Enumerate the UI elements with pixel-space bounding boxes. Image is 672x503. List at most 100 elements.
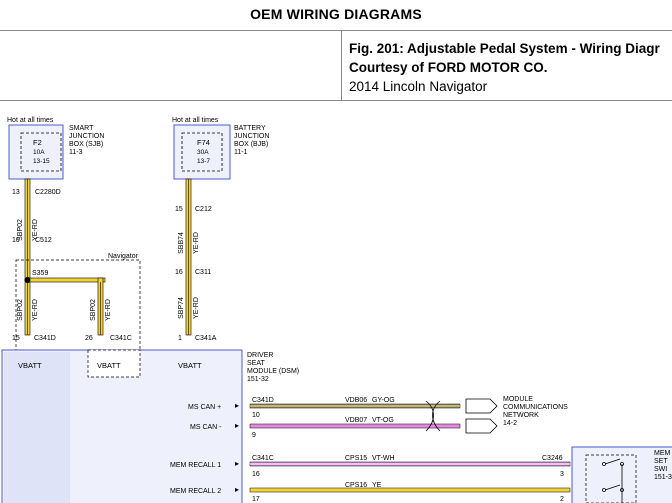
header-rule-bottom [0, 100, 672, 101]
right-pin-bottom: 1 [178, 335, 182, 342]
signal-circuit-3: CPS15 [345, 455, 367, 462]
dsm-nav-subbox [87, 349, 141, 378]
nav-conn-bottom: C341C [110, 335, 132, 342]
navigator-label: Navigator [108, 253, 139, 260]
network-ref: 14-2 [503, 420, 517, 427]
twisted-pair-symbol [425, 400, 441, 432]
figure-courtesy: Courtesy of FORD MOTOR CO. [349, 60, 548, 75]
sjb-name-3: BOX (SJB) [69, 141, 103, 148]
dsm-vbatt-3: VBATT [178, 361, 202, 370]
left-color-a: YE-RD [32, 219, 39, 241]
signal-pin-end-3: 3 [560, 471, 564, 478]
dsm-vbatt-2: VBATT [97, 361, 121, 370]
signal-conn-3: C341C [252, 455, 274, 462]
signal-circuit-4: CPS16 [345, 482, 367, 489]
signal-pin-4: 17 [252, 496, 260, 503]
signal-color-4: YE [372, 482, 382, 489]
signal-circuit-2: VDB07 [345, 417, 367, 424]
dsm-vbatt-1: VBATT [18, 361, 42, 370]
network-name-3: NETWORK [503, 412, 539, 419]
dsm-ref: 151-32 [247, 376, 269, 383]
right-color-b: YE-RD [193, 297, 200, 319]
signal-label-mem-recall-2: MEM RECALL 2 [170, 488, 221, 495]
dsm-shaded-area [4, 352, 70, 503]
signal-pin-end-4: 2 [560, 496, 564, 503]
right-conn-top: C212 [195, 206, 212, 213]
wire-ms-can-minus [249, 423, 461, 429]
header-divider [341, 30, 342, 101]
signal-arrow-2: ▸ [235, 421, 239, 430]
bjb-fuse-loc: 13-7 [197, 158, 210, 165]
right-conn-bottom: C341A [195, 335, 217, 342]
bjb-box [173, 124, 231, 180]
sjb-fuse-loc: 13-15 [33, 158, 50, 165]
signal-arrow-3: ▸ [235, 459, 239, 468]
dsm-name-2: SEAT [247, 360, 265, 367]
left-conn-top: C2280D [35, 189, 61, 196]
figure-caption: Fig. 201: Adjustable Pedal System - Wiri… [349, 39, 660, 96]
left-conn-bottom: C341D [34, 335, 56, 342]
dsm-name-1: DRIVER [247, 352, 273, 359]
switch-name-2: SET [654, 458, 668, 465]
wire-mem-recall-2 [249, 487, 571, 493]
signal-conn-end-3: C3246 [542, 455, 563, 462]
splice-dot [24, 277, 31, 283]
right-color-a: YE-RD [193, 232, 200, 254]
signal-pin-1: 10 [252, 412, 260, 419]
wiring-diagram: Hot at all times F2 10A 13-15 SMART JUNC… [1, 117, 672, 503]
signal-pin-3: 16 [252, 471, 260, 478]
signal-pin-2: 9 [252, 432, 256, 439]
network-name-2: COMMUNICATIONS [503, 404, 568, 411]
right-circuit-a: SBB74 [178, 232, 185, 254]
left-pin-mid: 10 [12, 237, 20, 244]
wire-mem-recall-1 [249, 461, 571, 467]
right-circuit-b: SBP74 [178, 297, 185, 319]
bjb-fuse-amps: 30A [197, 149, 209, 156]
figure-vehicle: 2014 Lincoln Navigator [349, 79, 488, 94]
signal-arrow-1: ▸ [235, 401, 239, 410]
document-header: OEM WIRING DIAGRAMS [0, 0, 672, 30]
left-pin-top: 13 [12, 189, 20, 196]
left-circuit-c: SBP02 [90, 299, 97, 321]
bjb-ref: 11-1 [234, 149, 248, 156]
sjb-name-2: JUNCTION [69, 133, 104, 140]
right-pin-top: 15 [175, 206, 183, 213]
memory-switch-outline [585, 454, 637, 503]
signal-label-ms-can-minus: MS CAN - [190, 424, 222, 431]
sjb-fuse-id: F2 [33, 138, 42, 147]
bjb-name-1: BATTERY [234, 125, 266, 132]
signal-label-ms-can-plus: MS CAN + [188, 404, 221, 411]
switch-ref: 151-3 [654, 474, 672, 481]
left-circuit-a: SBP02 [17, 219, 24, 241]
network-connector [465, 398, 498, 434]
right-feed-wire [185, 178, 192, 336]
left-conn-mid: C512 [35, 237, 52, 244]
right-conn-mid: C311 [195, 269, 211, 276]
nav-pin-bottom: 26 [85, 335, 93, 342]
bjb-fuse-id: F74 [197, 138, 210, 147]
signal-label-mem-recall-1: MEM RECALL 1 [170, 462, 221, 469]
left-color-c: YE-RD [105, 299, 112, 321]
sjb-hot-label: Hot at all times [7, 117, 54, 124]
bjb-fuse-outline [181, 132, 223, 172]
signal-color-1: GY-OG [372, 397, 395, 404]
sjb-box [8, 124, 64, 180]
figure-title: Fig. 201: Adjustable Pedal System - Wiri… [349, 41, 660, 56]
signal-conn-1: C341D [252, 397, 274, 404]
header-rule-top [0, 30, 672, 31]
sjb-ref: 11-3 [69, 149, 83, 156]
left-feed-wire [24, 178, 31, 336]
sjb-name-1: SMART [69, 125, 94, 132]
right-pin-mid: 16 [175, 269, 183, 276]
bjb-name-3: BOX (BJB) [234, 141, 268, 148]
network-name-1: MODULE [503, 396, 533, 403]
left-circuit-b: SBP02 [17, 299, 24, 321]
signal-color-2: VT-OG [372, 417, 394, 424]
page-title: OEM WIRING DIAGRAMS [250, 6, 422, 22]
bjb-name-2: JUNCTION [234, 133, 269, 140]
dsm-name-3: MODULE (DSM) [247, 368, 299, 375]
memory-switch-contacts [602, 458, 624, 503]
signal-circuit-1: VDB06 [345, 397, 367, 404]
signal-arrow-4: ▸ [235, 485, 239, 494]
splice-label: S359 [32, 270, 48, 277]
